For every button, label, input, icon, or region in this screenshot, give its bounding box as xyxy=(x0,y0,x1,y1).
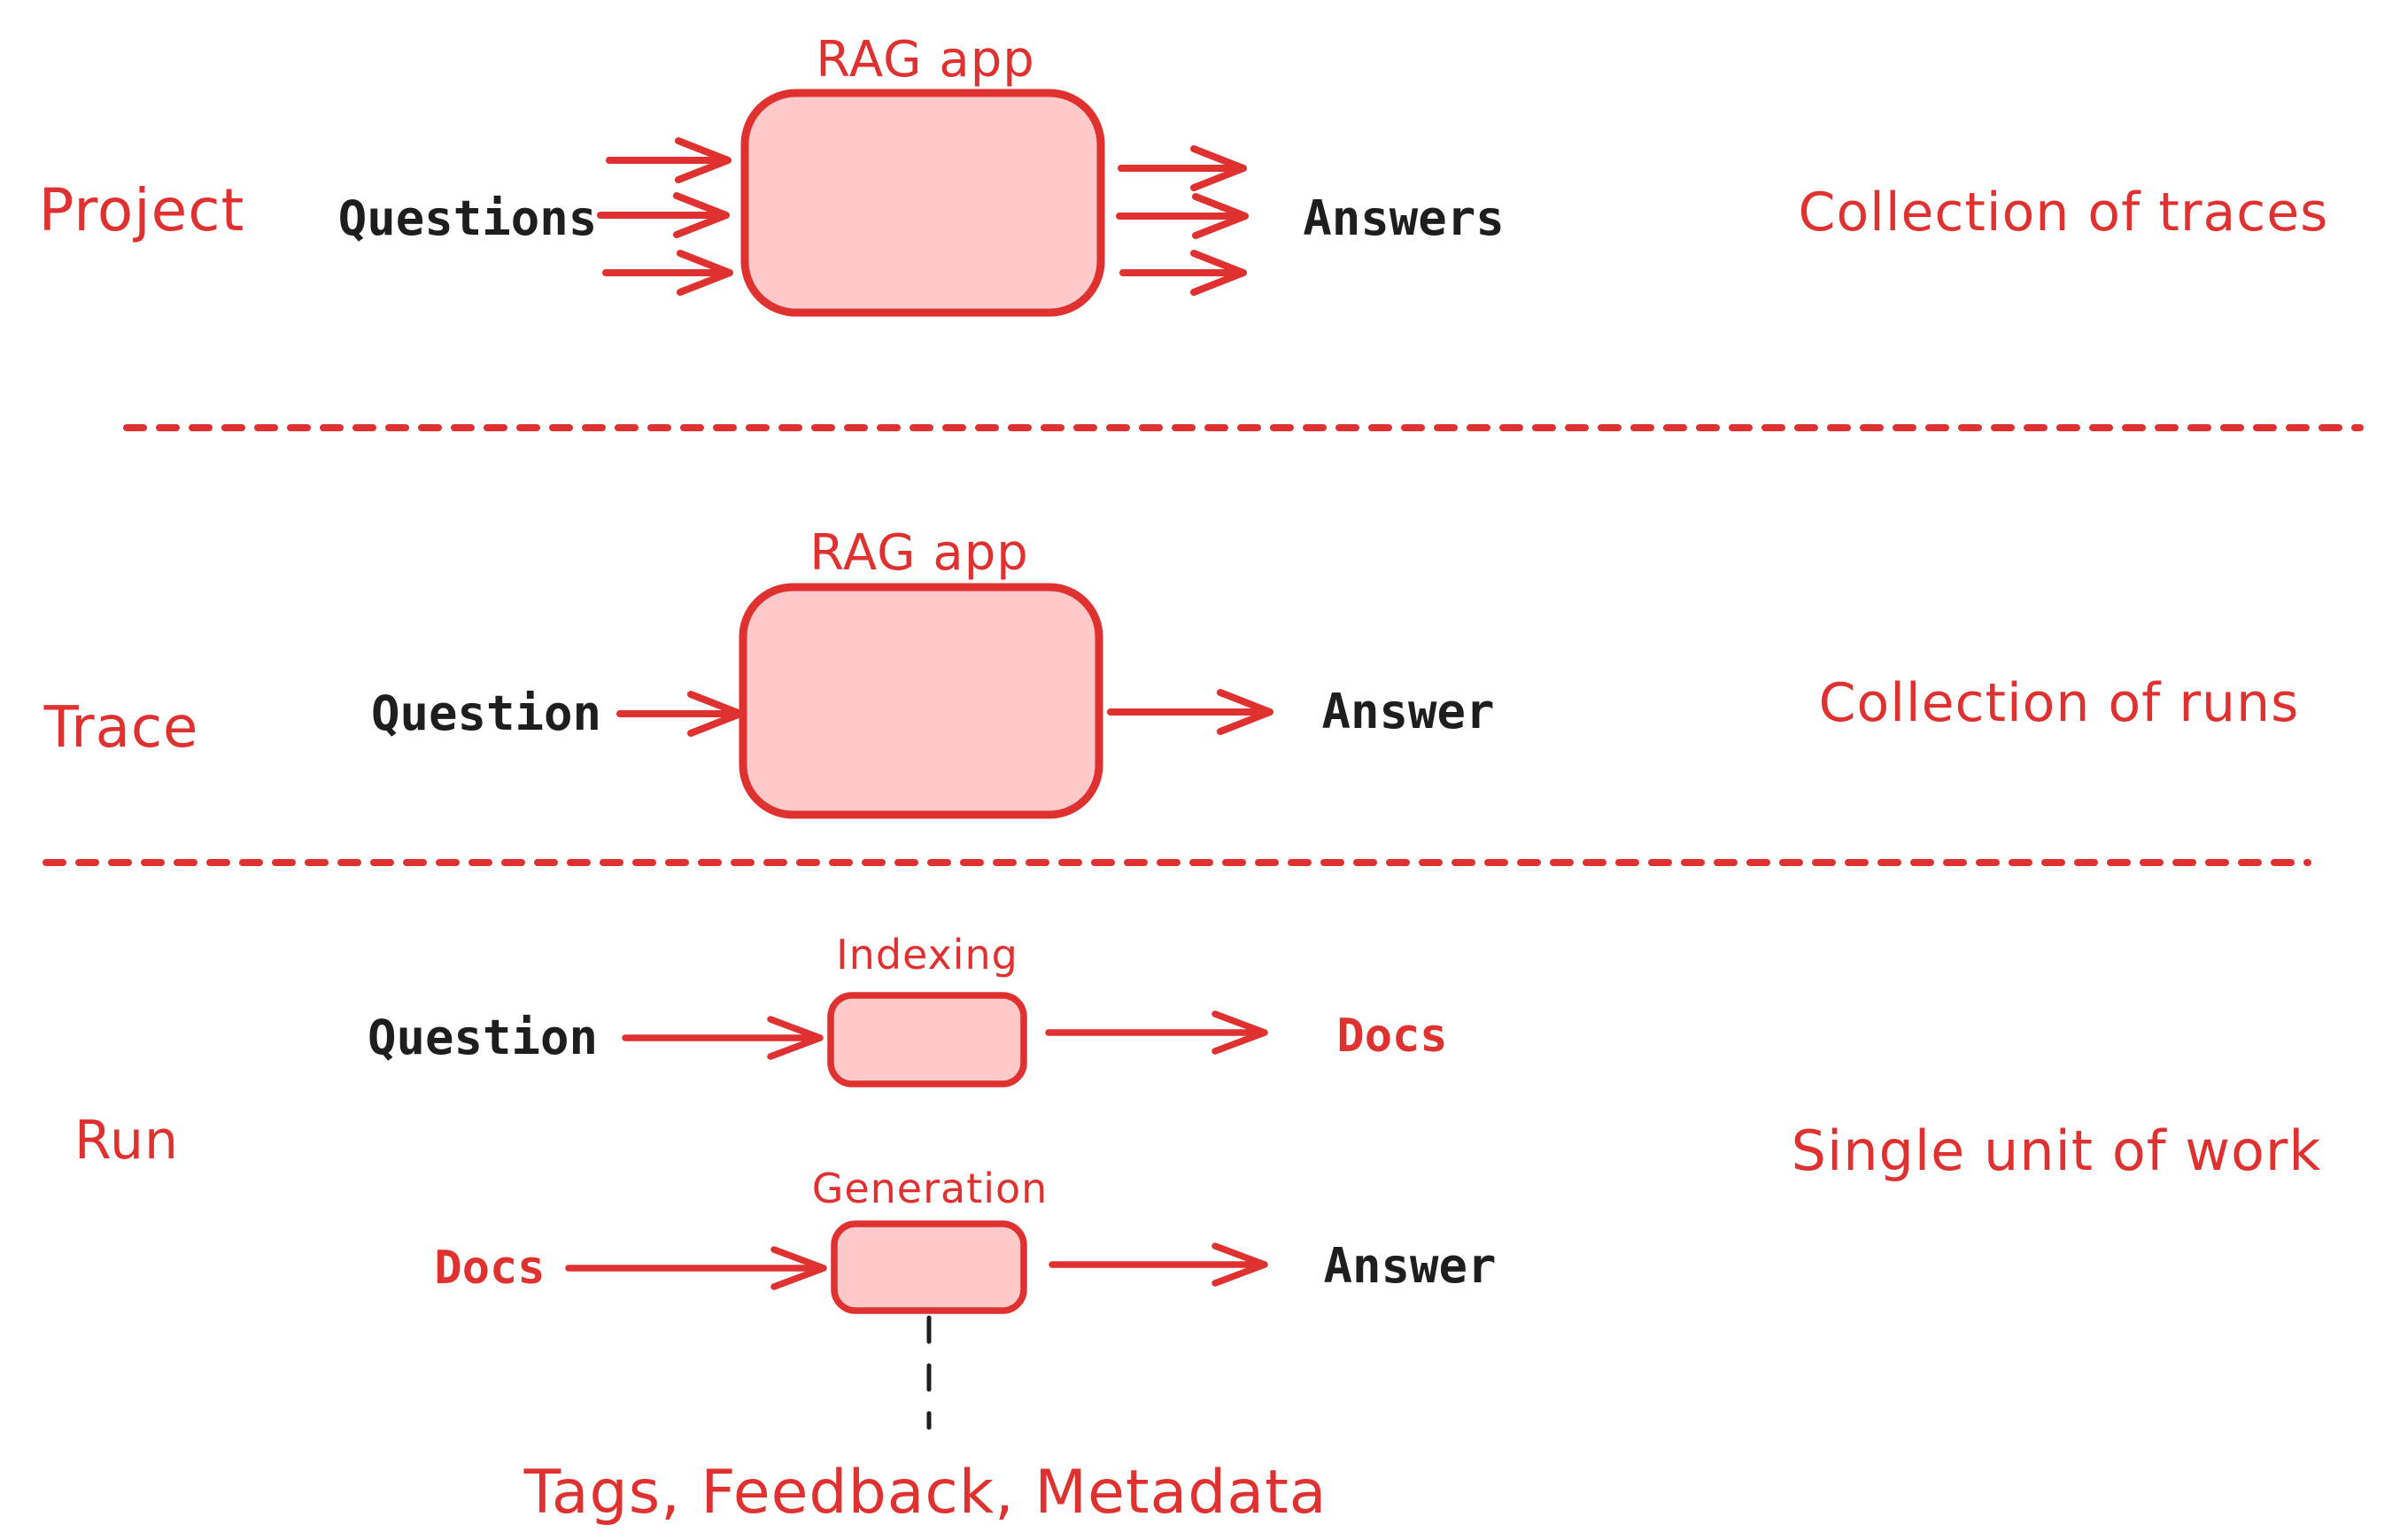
project-box-label: RAG app xyxy=(816,31,1035,89)
run-indexing-box-label: Indexing xyxy=(836,931,1018,979)
trace-output-label: Answer xyxy=(1321,684,1495,739)
project-section-label: Project xyxy=(38,176,245,244)
project-input-arrows-icon xyxy=(597,137,733,296)
run-section-label: Run xyxy=(74,1110,180,1172)
run-indexing-input-label: Question xyxy=(367,1010,599,1065)
project-input-label: Questions xyxy=(337,190,598,246)
run-generation-output-label: Answer xyxy=(1323,1238,1497,1294)
project-description-label: Collection of traces xyxy=(1798,182,2329,244)
project-output-label: Answers xyxy=(1303,190,1505,246)
run-annotation-label: Tags, Feedback, Metadata xyxy=(523,1458,1328,1528)
run-indexing-output-arrow-icon xyxy=(1045,1010,1268,1055)
trace-section-label: Trace xyxy=(43,695,199,761)
run-generation-input-label: Docs xyxy=(434,1242,546,1295)
run-description-label: Single unit of work xyxy=(1791,1118,2322,1183)
run-generation-box-label: Generation xyxy=(811,1165,1049,1212)
trace-output-arrow-icon xyxy=(1107,689,1273,735)
trace-box-label: RAG app xyxy=(809,524,1029,582)
run-indexing-input-arrow-icon xyxy=(622,1016,824,1060)
trace-rag-app-box xyxy=(739,583,1103,819)
run-indexing-output-label: Docs xyxy=(1336,1010,1448,1063)
run-generation-input-arrow-icon xyxy=(565,1246,827,1290)
run-indexing-box xyxy=(827,992,1027,1087)
trace-description-label: Collection of runs xyxy=(1818,672,2300,734)
run-generation-output-arrow-icon xyxy=(1049,1242,1268,1287)
project-rag-app-box xyxy=(740,89,1105,317)
project-output-arrows-icon xyxy=(1116,145,1249,296)
run-generation-box xyxy=(831,1220,1027,1314)
trace-input-label: Question xyxy=(370,685,602,741)
trace-input-arrow-icon xyxy=(616,691,744,737)
